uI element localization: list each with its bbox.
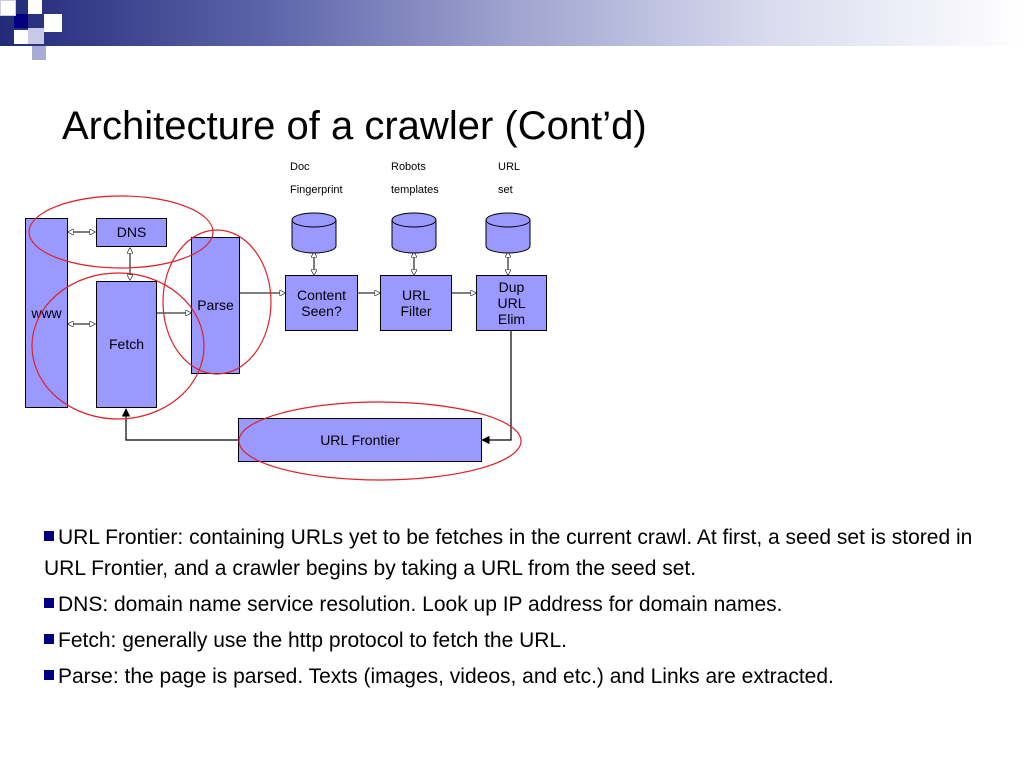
- decor-square: [32, 46, 46, 60]
- bullet-item: Parse: the page is parsed. Texts (images…: [44, 661, 974, 692]
- dns-label: DNS: [116, 224, 147, 241]
- decor-square: [28, 0, 42, 14]
- url-frontier-box: URL Frontier: [238, 418, 482, 462]
- decor-square: [44, 14, 62, 32]
- bullet-text: DNS: domain name service resolution. Loo…: [58, 593, 783, 616]
- www-label: www: [31, 304, 62, 321]
- bullet-text: Fetch: generally use the http protocol t…: [58, 629, 567, 652]
- bullet-square-icon: [44, 598, 54, 608]
- content-seen-label: Content Seen?: [296, 286, 347, 319]
- database-icon: [391, 212, 437, 254]
- database-icon: [485, 212, 531, 254]
- database-icon: [291, 212, 337, 254]
- store-label-line1: Doc: [290, 161, 310, 173]
- bullet-square-icon: [44, 634, 54, 644]
- dup-url-elim-box: Dup URL Elim: [476, 275, 547, 331]
- arrow-dup-frontier: [481, 330, 512, 445]
- bullet-item: URL Frontier: containing URLs yet to be …: [44, 522, 974, 584]
- url-filter-label: URL Filter: [400, 286, 432, 319]
- arrow-frontier-fetch: [121, 408, 238, 441]
- decor-square: [0, 0, 16, 16]
- store-label-line1: URL: [498, 161, 521, 173]
- store-label-line2: set: [498, 184, 513, 196]
- bullet-square-icon: [44, 670, 54, 680]
- fetch-label: Fetch: [108, 336, 144, 353]
- slide-title: Architecture of a crawler (Cont’d): [62, 104, 647, 148]
- parse-label: Parse: [197, 297, 234, 314]
- www-box: www: [25, 218, 68, 408]
- store-label-line2: templates: [391, 184, 439, 196]
- parse-box: Parse: [191, 237, 240, 374]
- bullet-square-icon: [44, 531, 54, 541]
- store-label-line1: Robots: [391, 161, 426, 173]
- dns-box: DNS: [96, 218, 167, 247]
- bullet-text: Parse: the page is parsed. Texts (images…: [58, 665, 834, 688]
- bullet-item: Fetch: generally use the http protocol t…: [44, 625, 974, 656]
- store-label-line2: Fingerprint: [290, 184, 343, 196]
- decor-square: [28, 28, 44, 44]
- bullet-item: DNS: domain name service resolution. Loo…: [44, 589, 974, 620]
- header-gradient-band: [0, 0, 1024, 46]
- decor-square: [14, 14, 28, 28]
- decor-square: [14, 30, 28, 44]
- url-filter-box: URL Filter: [380, 275, 452, 331]
- fetch-box: Fetch: [96, 281, 157, 408]
- url-frontier-label: URL Frontier: [320, 431, 400, 448]
- content-seen-box: Content Seen?: [285, 275, 358, 331]
- bullet-list: URL Frontier: containing URLs yet to be …: [44, 522, 974, 697]
- dup-url-elim-label: Dup URL Elim: [497, 278, 526, 328]
- bullet-text: URL Frontier: containing URLs yet to be …: [44, 526, 973, 580]
